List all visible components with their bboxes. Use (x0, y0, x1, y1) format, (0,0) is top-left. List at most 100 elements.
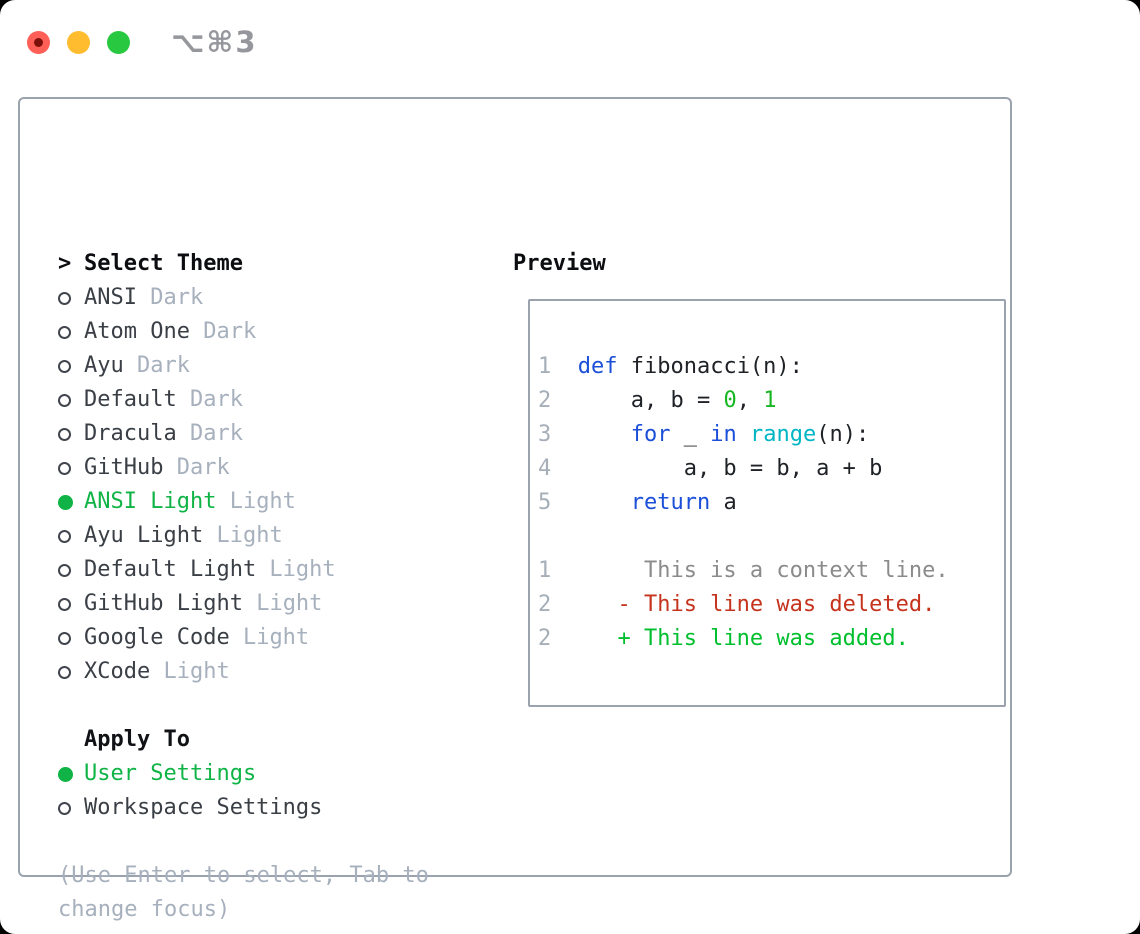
unsaved-indicator-dot (34, 37, 43, 47)
theme-option[interactable]: Default Dark (58, 383, 429, 417)
radio-unselected-icon (58, 801, 84, 815)
code-segment: (n): (816, 422, 870, 447)
theme-name: Ayu Light (84, 523, 204, 548)
theme-name: ANSI Light (84, 489, 217, 514)
code-segment: fibonacci(n): (617, 354, 803, 379)
code-line: 5 return a (538, 486, 998, 520)
theme-variant-label: Dark (136, 285, 204, 310)
hint-line-2: change focus) (58, 897, 231, 922)
radio-unselected-icon (58, 563, 84, 577)
line-number: 1 (538, 558, 552, 583)
select-theme-header: > Select Theme (58, 247, 429, 281)
theme-option[interactable]: Ayu Light Light (58, 519, 429, 553)
code-segment (737, 418, 750, 452)
theme-option[interactable]: Dracula Dark (58, 417, 429, 451)
radio-unselected-icon (58, 665, 84, 679)
theme-variant-label: Light (256, 557, 336, 582)
theme-option[interactable]: Atom One Dark (58, 315, 429, 349)
apply-to-header: Apply To (58, 723, 429, 757)
code-segment: 0 (723, 388, 737, 413)
code-segment: in (710, 422, 737, 447)
theme-variant-label: Light (203, 523, 283, 548)
theme-variant-label: Dark (189, 319, 257, 344)
select-theme-title: Select Theme (84, 251, 243, 276)
code-line: 2 - This line was deleted. (538, 588, 998, 622)
code-blank-line (538, 520, 998, 554)
theme-variant-label: Light (229, 625, 310, 650)
minimize-button[interactable] (67, 30, 90, 54)
code-segment: + This line was added. (577, 626, 909, 651)
section-gap (58, 689, 429, 723)
theme-variant-label: Dark (163, 455, 230, 480)
code-segment: _ (670, 422, 711, 447)
code-segment: a, b = b, a + b (577, 456, 883, 481)
theme-variant-label: Dark (123, 353, 190, 378)
radio-unselected-icon (58, 529, 84, 543)
apply-to-title: Apply To (84, 727, 190, 752)
line-number: 1 (538, 354, 552, 379)
apply-to-option-label: User Settings (84, 761, 257, 786)
line-number: 2 (538, 626, 552, 651)
zoom-button[interactable] (107, 30, 130, 54)
close-button[interactable] (27, 30, 50, 54)
apply-to-option-label: Workspace Settings (84, 795, 323, 820)
theme-name: Atom One (84, 319, 190, 344)
code-line: 2 + This line was added. (538, 622, 998, 656)
line-number: 3 (538, 422, 552, 447)
line-number: 4 (538, 456, 552, 481)
code-segment: a, b = (577, 388, 724, 413)
apply-to-option[interactable]: Workspace Settings (58, 791, 429, 825)
code-segment: 1 (763, 388, 777, 413)
theme-name: ANSI (84, 285, 137, 310)
radio-unselected-icon (58, 631, 84, 645)
cursor-prompt-icon: > (58, 251, 72, 276)
line-number: 5 (538, 490, 552, 515)
theme-variant-label: Light (150, 659, 230, 684)
theme-name: Default (84, 387, 177, 412)
code-line: 1 This is a context line. (538, 554, 998, 588)
hint-line-1: (Use Enter to select, Tab to (58, 863, 429, 888)
code-line: 2 a, b = 0, 1 (538, 384, 998, 418)
code-segment (578, 486, 631, 520)
theme-variant-label: Light (216, 489, 296, 514)
theme-name: GitHub Light (84, 591, 243, 616)
code-segment: This is a context line. (577, 558, 949, 583)
radio-unselected-icon (58, 393, 84, 407)
preview-title: Preview (513, 251, 606, 276)
theme-option[interactable]: GitHub Light Light (58, 587, 429, 621)
radio-unselected-icon (58, 597, 84, 611)
theme-name: Google Code (84, 625, 230, 650)
radio-unselected-icon (58, 461, 84, 475)
theme-option[interactable]: Ayu Dark (58, 349, 429, 383)
code-segment: def (577, 354, 618, 379)
theme-option[interactable]: Google Code Light (58, 621, 429, 655)
code-segment: , (736, 388, 764, 413)
radio-unselected-icon (58, 291, 84, 305)
theme-name: Ayu (84, 353, 124, 378)
code-line: 4 a, b = b, a + b (538, 452, 998, 486)
code-segment: - This line was deleted. (577, 592, 936, 617)
theme-option[interactable]: ANSI Dark (58, 281, 429, 315)
code-segment: a (710, 490, 737, 515)
radio-selected-icon (58, 494, 84, 510)
section-gap (58, 825, 429, 859)
window-shortcut-label: ⌥⌘3 (171, 25, 258, 59)
theme-name: XCode (84, 659, 151, 684)
theme-option[interactable]: GitHub Dark (58, 451, 429, 485)
theme-name: Default Light (84, 557, 257, 582)
theme-option[interactable]: XCode Light (58, 655, 429, 689)
apply-to-option[interactable]: User Settings (58, 757, 429, 791)
window-titlebar: ⌥⌘3 (27, 25, 258, 59)
code-segment: return (630, 490, 711, 515)
code-line: 1 def fibonacci(n): (538, 350, 998, 384)
radio-selected-icon (58, 766, 84, 782)
theme-variant-label: Dark (176, 421, 243, 446)
line-number: 2 (538, 592, 552, 617)
theme-option[interactable]: ANSI Light Light (58, 485, 429, 519)
theme-option[interactable]: Default Light Light (58, 553, 429, 587)
